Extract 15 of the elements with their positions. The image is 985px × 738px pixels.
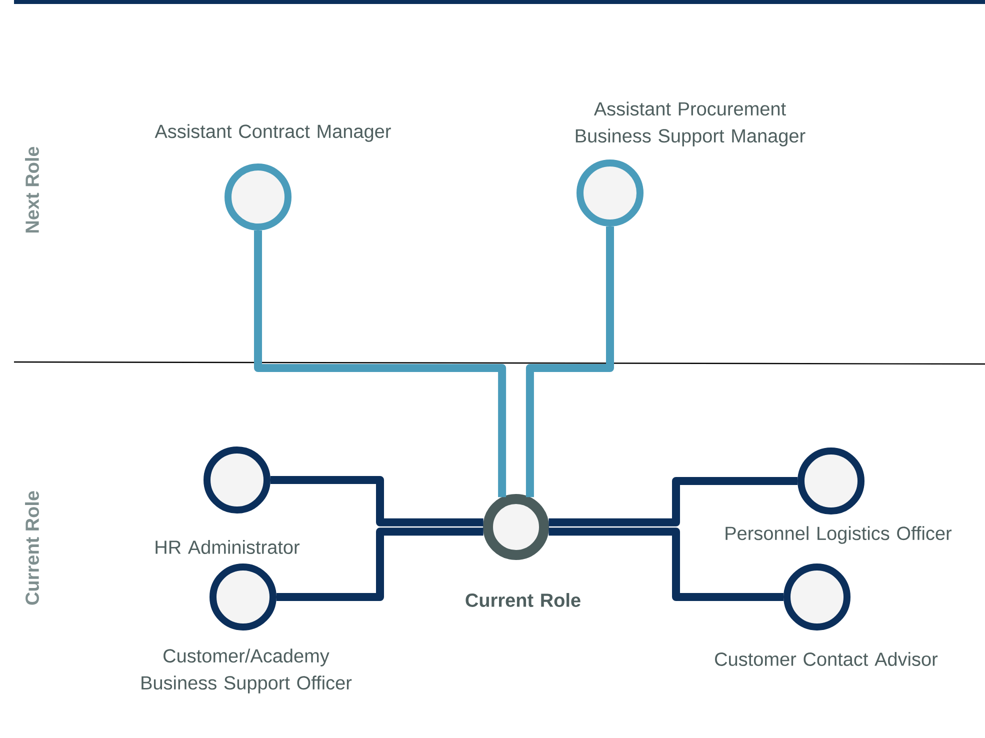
node-label: Current Role: [466, 593, 580, 607]
connector-line: [548, 477, 798, 526]
band-label: Next Role: [25, 146, 39, 233]
node-label: Customer/Academy Business Support Officer: [142, 648, 352, 694]
node-label: Assistant Procurement Business Support Manager: [576, 102, 806, 146]
connector-line: [254, 230, 506, 498]
node-label: Assistant Contract Manager: [154, 124, 391, 142]
connector-line: [270, 476, 484, 526]
connector-line: [526, 226, 614, 498]
band-label: Current Role: [25, 491, 39, 605]
connector-line: [276, 528, 484, 601]
connector-line: [548, 528, 784, 601]
node-label: Customer Contact Advisor: [715, 652, 938, 666]
node-label: HR Administrator: [156, 540, 300, 554]
node-label: Personnel Logistics Officer: [726, 526, 952, 544]
